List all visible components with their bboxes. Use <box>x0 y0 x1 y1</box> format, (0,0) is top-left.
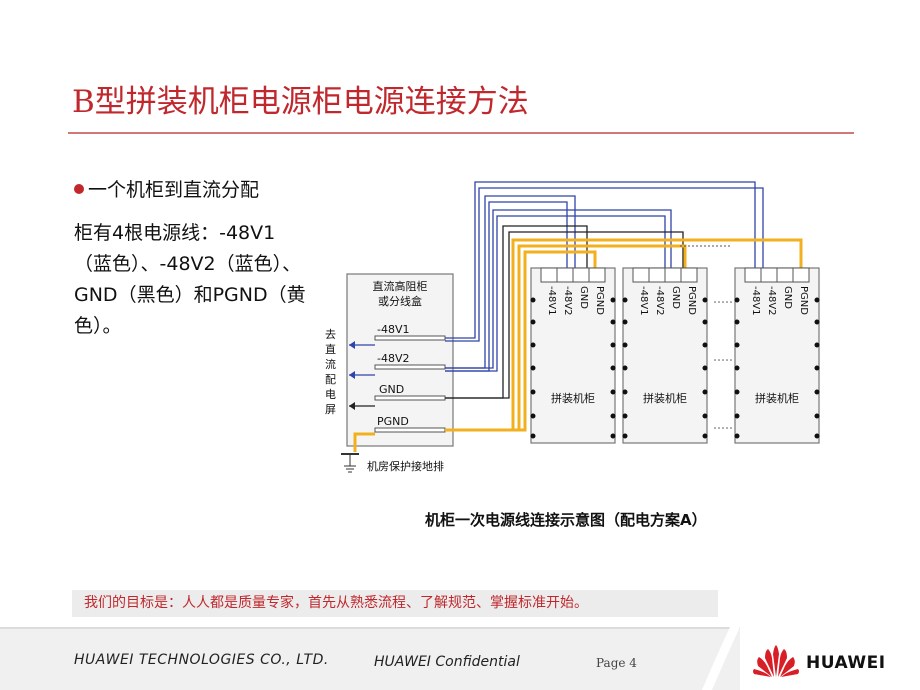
diagram-caption: 机柜一次电源线连接示意图（配电方案A） <box>425 511 707 529</box>
side-label-char: 配 <box>325 373 336 386</box>
footer-confidential: HUAWEI Confidential <box>374 654 520 670</box>
side-label-char: 流 <box>325 357 336 371</box>
port-label-48v2: -48V2 <box>377 352 410 365</box>
side-label-char: 电 <box>325 388 336 401</box>
dist-box-label-2: 或分线盒 <box>378 294 422 308</box>
side-label: 去 直 流 配 电 屏 <box>325 328 336 416</box>
cabinet-label: 拼装机柜 <box>551 391 595 405</box>
footer-company: HUAWEI TECHNOLOGIES CO., LTD. <box>74 652 329 668</box>
cabinet-1: -48V1 -48V2 GND PGND 拼装机柜 <box>530 267 616 444</box>
bullet-text: 一个机柜到直流分配 <box>88 179 260 201</box>
dist-box-label-1: 直流高阻柜 <box>373 279 428 293</box>
cabinet-label: 拼装机柜 <box>643 391 687 405</box>
cabinet-terminal-gnd: GND <box>578 286 589 309</box>
cabinet-terminal-48v1: -48V1 <box>750 286 761 316</box>
cabinet-terminal-gnd: GND <box>782 286 793 309</box>
cabinet-terminal-48v1: -48V1 <box>546 286 557 316</box>
port-label-pgnd: PGND <box>377 415 409 428</box>
cabinet-terminal-48v2: -48V2 <box>562 286 573 316</box>
side-label-char: 屏 <box>325 403 336 416</box>
bullet-item: 一个机柜到直流分配 <box>74 175 259 202</box>
cabinet-terminal-pgnd: PGND <box>686 286 697 315</box>
cabinet-label: 拼装机柜 <box>755 391 799 405</box>
cabinet-2: -48V1 -48V2 GND PGND 拼装机柜 <box>622 267 708 444</box>
huawei-logo-icon <box>753 645 799 677</box>
description-paragraph: 柜有4根电源线：-48V1（蓝色）、-48V2（蓝色）、GND（黑色）和PGND… <box>74 222 306 337</box>
goal-banner: 我们的目标是：人人都是质量专家，首先从熟悉流程、了解规范、掌握标准开始。 <box>72 590 718 617</box>
cabinet-3: -48V1 -48V2 GND PGND 拼装机柜 <box>734 267 820 444</box>
bullet-dot-icon <box>74 184 84 194</box>
cabinet-terminal-gnd: GND <box>670 286 681 309</box>
cabinet-terminal-pgnd: PGND <box>798 286 809 315</box>
ground-bar-label: 机房保护接地排 <box>367 459 444 473</box>
port-label-gnd: GND <box>379 383 404 396</box>
cabinet-terminal-pgnd: PGND <box>594 286 605 315</box>
title-divider <box>68 132 854 134</box>
port-label-48v1: -48V1 <box>377 323 410 336</box>
footer-logo-text: HUAWEI <box>806 653 886 673</box>
footer: HUAWEI TECHNOLOGIES CO., LTD. HUAWEI Con… <box>0 627 920 690</box>
side-label-char: 直 <box>325 342 336 356</box>
side-label-char: 去 <box>325 328 336 341</box>
slide-title: B型拼装机柜电源柜电源连接方法 <box>72 84 529 120</box>
footer-page-number: Page 4 <box>596 656 637 670</box>
cabinet-terminal-48v1: -48V1 <box>638 286 649 316</box>
wiring-diagram: 直流高阻柜 或分线盒 -48V1 -48V2 GND PGND 去 直 流 配 … <box>325 181 820 473</box>
cabinet-terminal-48v2: -48V2 <box>654 286 665 316</box>
cabinet-terminal-48v2: -48V2 <box>766 286 777 316</box>
ellipsis-dots <box>714 301 732 429</box>
